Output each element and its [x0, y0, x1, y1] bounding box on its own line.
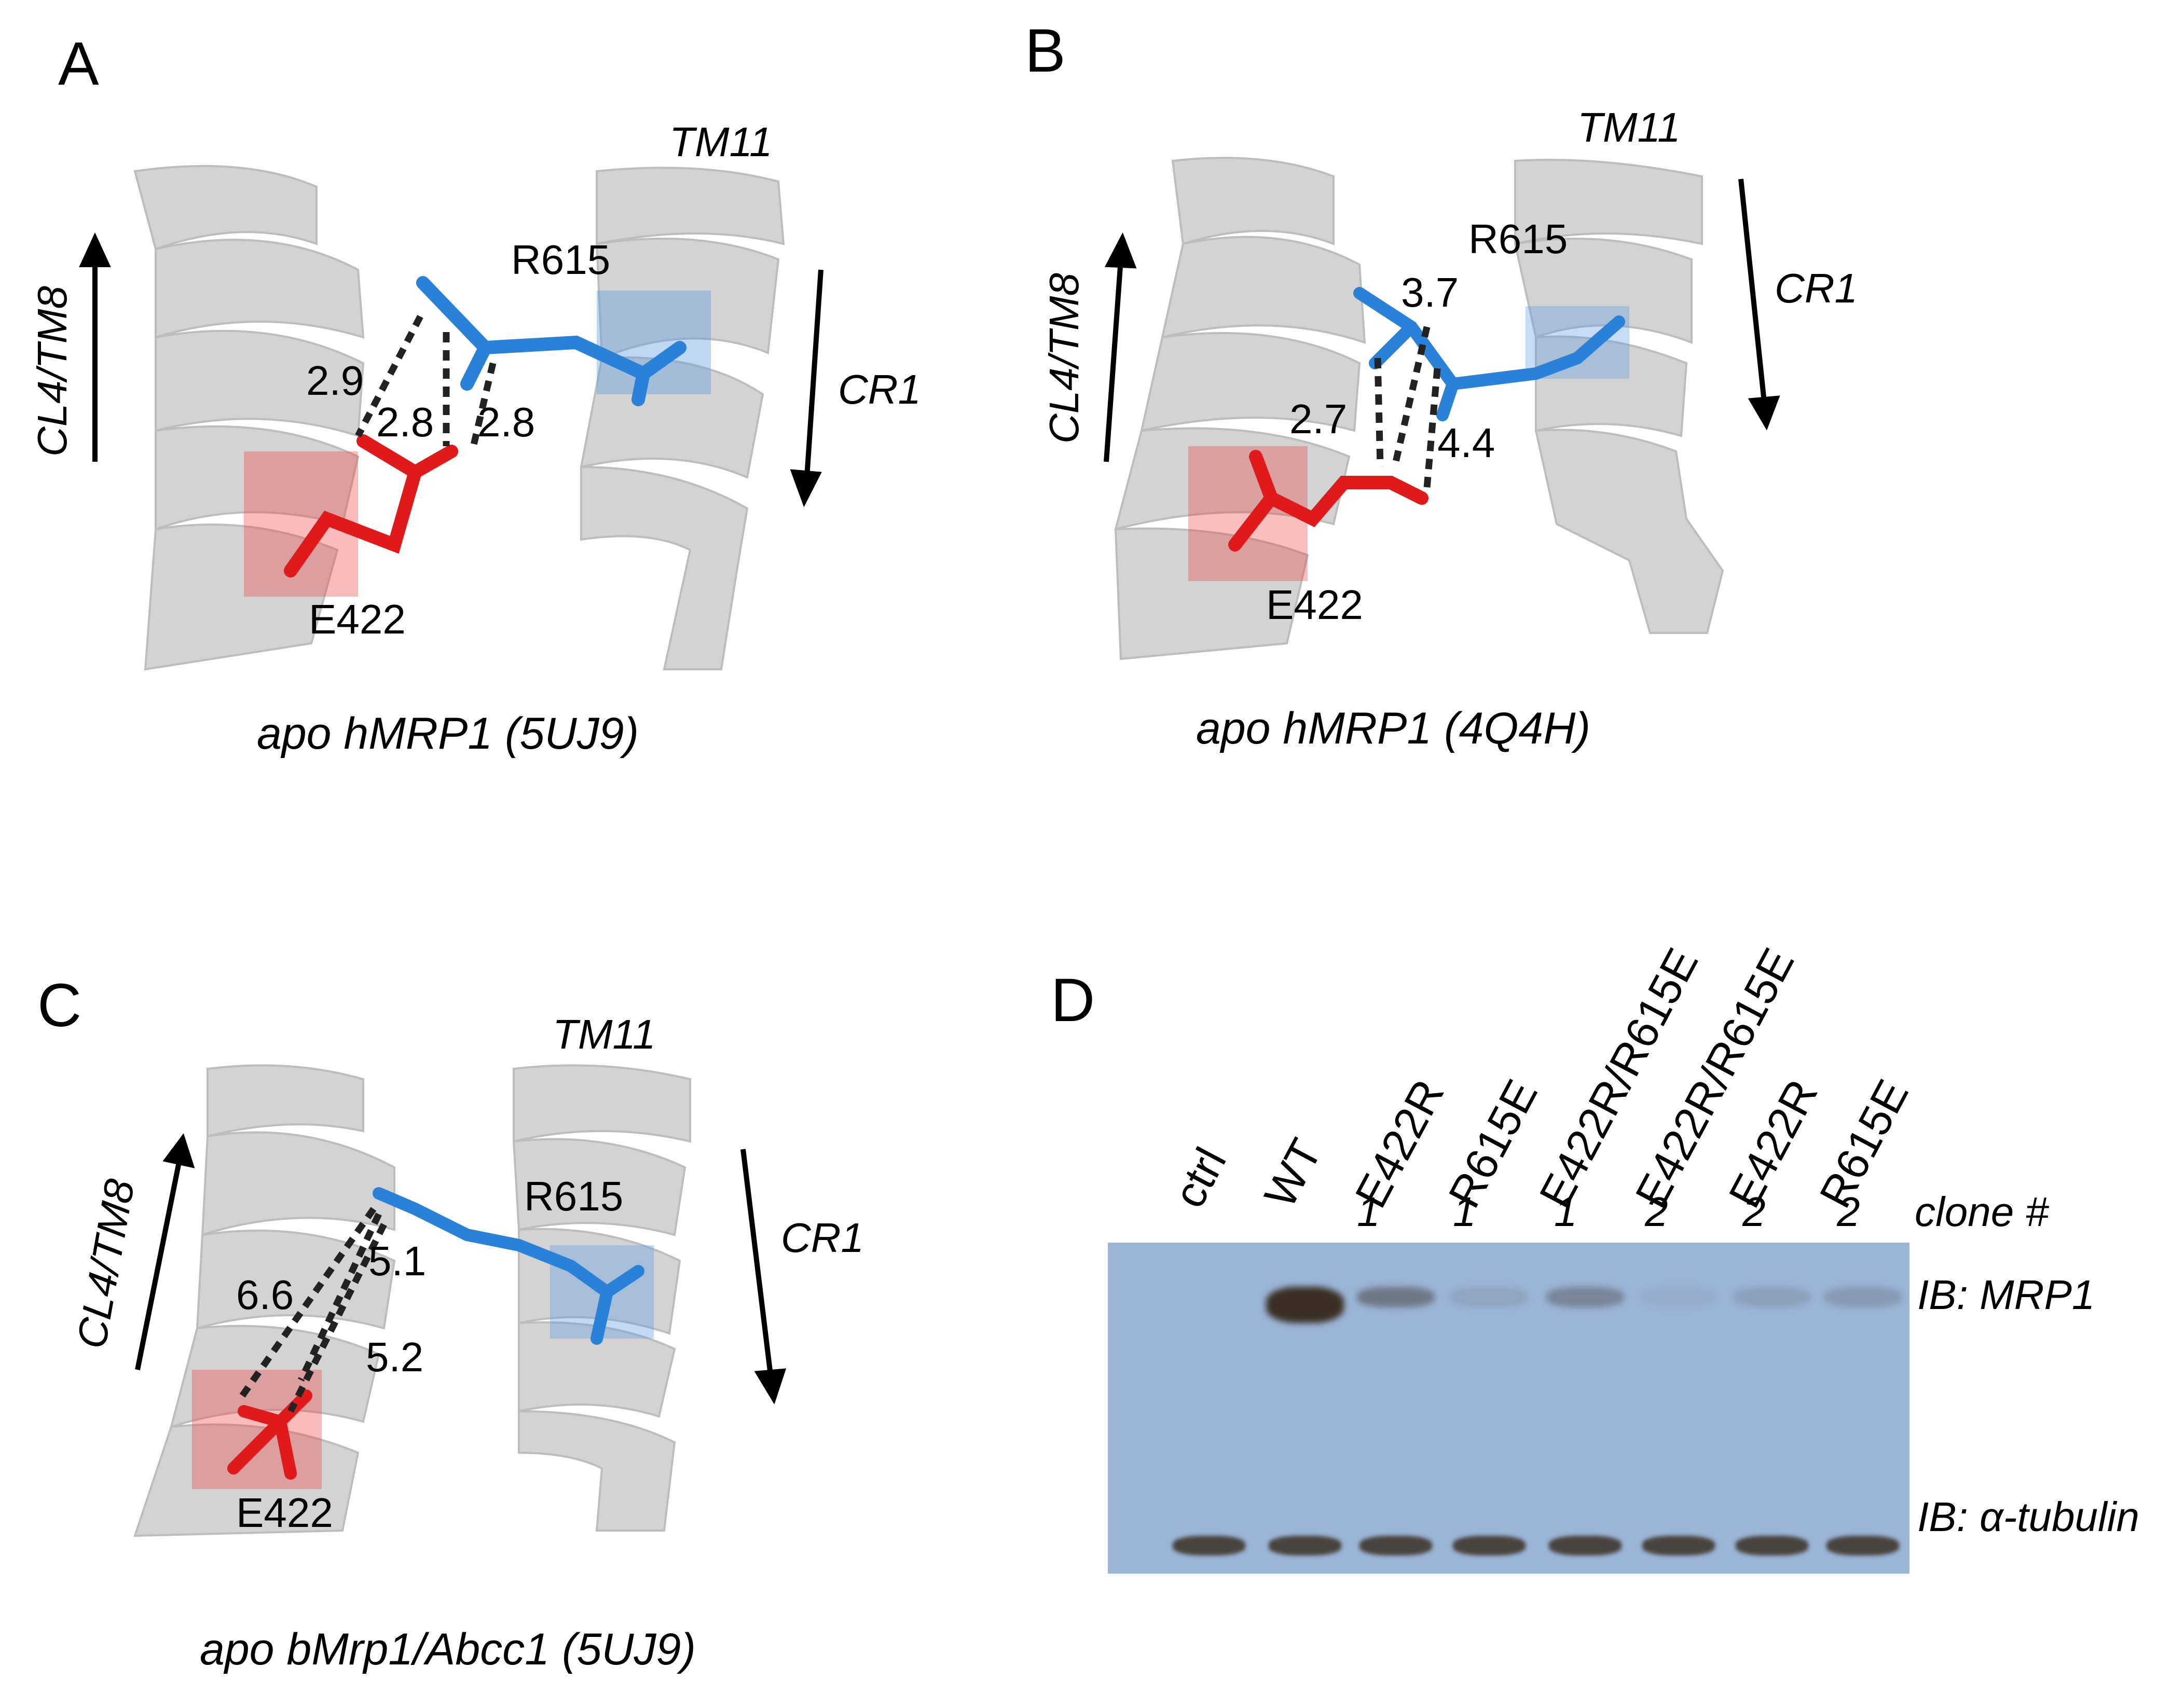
panel-a-arrows: [79, 232, 823, 507]
panel-a-hbonds: [355, 314, 497, 452]
panel-a-tm11-label: TM11: [669, 119, 773, 165]
panel-b-cl4-tm8-label: CL4/TM8: [1041, 273, 1087, 444]
panel-a-distance-3: 2.8: [477, 399, 535, 445]
mrp1-band: [1824, 1287, 1902, 1307]
panel-c-caption: apo bMrp1/Abcc1 (5UJ9): [200, 1624, 696, 1674]
panel-a-r615-sticks: [416, 276, 686, 406]
clone-number: 1: [1554, 1189, 1577, 1235]
panel-b-r615-label: R615: [1468, 216, 1568, 262]
panel-c-hbonds: [236, 1207, 387, 1413]
tubulin-band: [1549, 1536, 1622, 1555]
western-blot: [1108, 1243, 1910, 1574]
panel-a-r615-highlight: [597, 291, 711, 394]
panel-c-distance-3: 5.2: [366, 1334, 424, 1380]
panel-b-distance-3: 4.4: [1437, 420, 1495, 466]
mrp1-band: [1640, 1287, 1718, 1307]
panel-b-hbonds: [1374, 326, 1441, 488]
panel-c-r615-label: R615: [524, 1173, 624, 1219]
panel-b-distance-1: 3.7: [1401, 269, 1459, 315]
clone-number: 2: [1742, 1189, 1766, 1235]
panel-c-left-helix: [133, 1064, 396, 1537]
panel-a-right-helix: [580, 167, 785, 670]
clone-header: clone #: [1915, 1189, 2049, 1235]
clone-number: 2: [1837, 1189, 1860, 1235]
ib-tubulin-label: IB: α-tubulin: [1917, 1494, 2140, 1540]
panel-c-tm11-label: TM11: [553, 1011, 656, 1057]
ib-mrp1-label: IB: MRP1: [1917, 1272, 2095, 1318]
mrp1-band: [1733, 1287, 1811, 1307]
tubulin-band: [1359, 1536, 1432, 1555]
panel-a-left-helix: [133, 165, 365, 671]
panel-b-e422-label: E422: [1266, 582, 1363, 628]
panel-a-caption: apo hMRP1 (5UJ9): [257, 709, 639, 759]
mrp1-band: [1450, 1287, 1528, 1307]
panel-c-letter: C: [37, 971, 82, 1040]
panel-a-distance-1: 2.9: [306, 357, 364, 404]
clone-number: 2: [1645, 1189, 1668, 1235]
tubulin-band: [1736, 1536, 1808, 1555]
panel-a-letter: A: [58, 30, 99, 98]
panel-b-tm11-label: TM11: [1577, 104, 1681, 150]
panel-c-distance-1: 6.6: [236, 1272, 294, 1318]
panel-a-r615-label: R615: [511, 237, 611, 283]
panel-a-cl4-tm8-label: CL4/TM8: [29, 286, 75, 457]
panel-a-distance-2: 2.8: [376, 399, 434, 445]
clone-number: 1: [1453, 1189, 1476, 1235]
tubulin-band: [1642, 1536, 1715, 1555]
tubulin-band: [1826, 1536, 1899, 1555]
panel-d-letter: D: [1051, 966, 1095, 1035]
tubulin-band: [1173, 1536, 1245, 1555]
panel-a-cr1-label: CR1: [838, 366, 922, 412]
panel-b-e422-sticks: [1228, 450, 1428, 552]
panel-a-e422-sticks: [284, 434, 458, 577]
panel-c-cr1-label: CR1: [781, 1215, 864, 1261]
panel-b-arrows: [1104, 178, 1780, 462]
panel-b-r615-sticks: [1353, 287, 1625, 421]
panel-a-e422-label: E422: [309, 596, 406, 642]
clone-number: 1: [1357, 1189, 1380, 1235]
panel-c-r615-sticks: [373, 1187, 644, 1345]
tubulin-band: [1453, 1536, 1526, 1555]
mrp1-band: [1266, 1287, 1344, 1323]
panel-c-e422-sticks: [227, 1389, 312, 1480]
tubulin-band: [1269, 1536, 1341, 1555]
panel-c-arrows: [135, 1133, 787, 1404]
panel-b-cr1-label: CR1: [1775, 265, 1858, 311]
mrp1-band: [1546, 1287, 1624, 1307]
panel-b-left-helix: [1114, 157, 1366, 660]
panel-b-right-helix: [1514, 159, 1724, 634]
panel-c-distance-2: 5.1: [368, 1238, 427, 1284]
panel-b-distance-2: 2.7: [1289, 396, 1348, 442]
panel-c-e422-label: E422: [236, 1490, 333, 1536]
panel-b-caption: apo hMRP1 (4Q4H): [1196, 704, 1590, 753]
panel-b-letter: B: [1025, 17, 1066, 85]
mrp1-band: [1357, 1287, 1435, 1307]
